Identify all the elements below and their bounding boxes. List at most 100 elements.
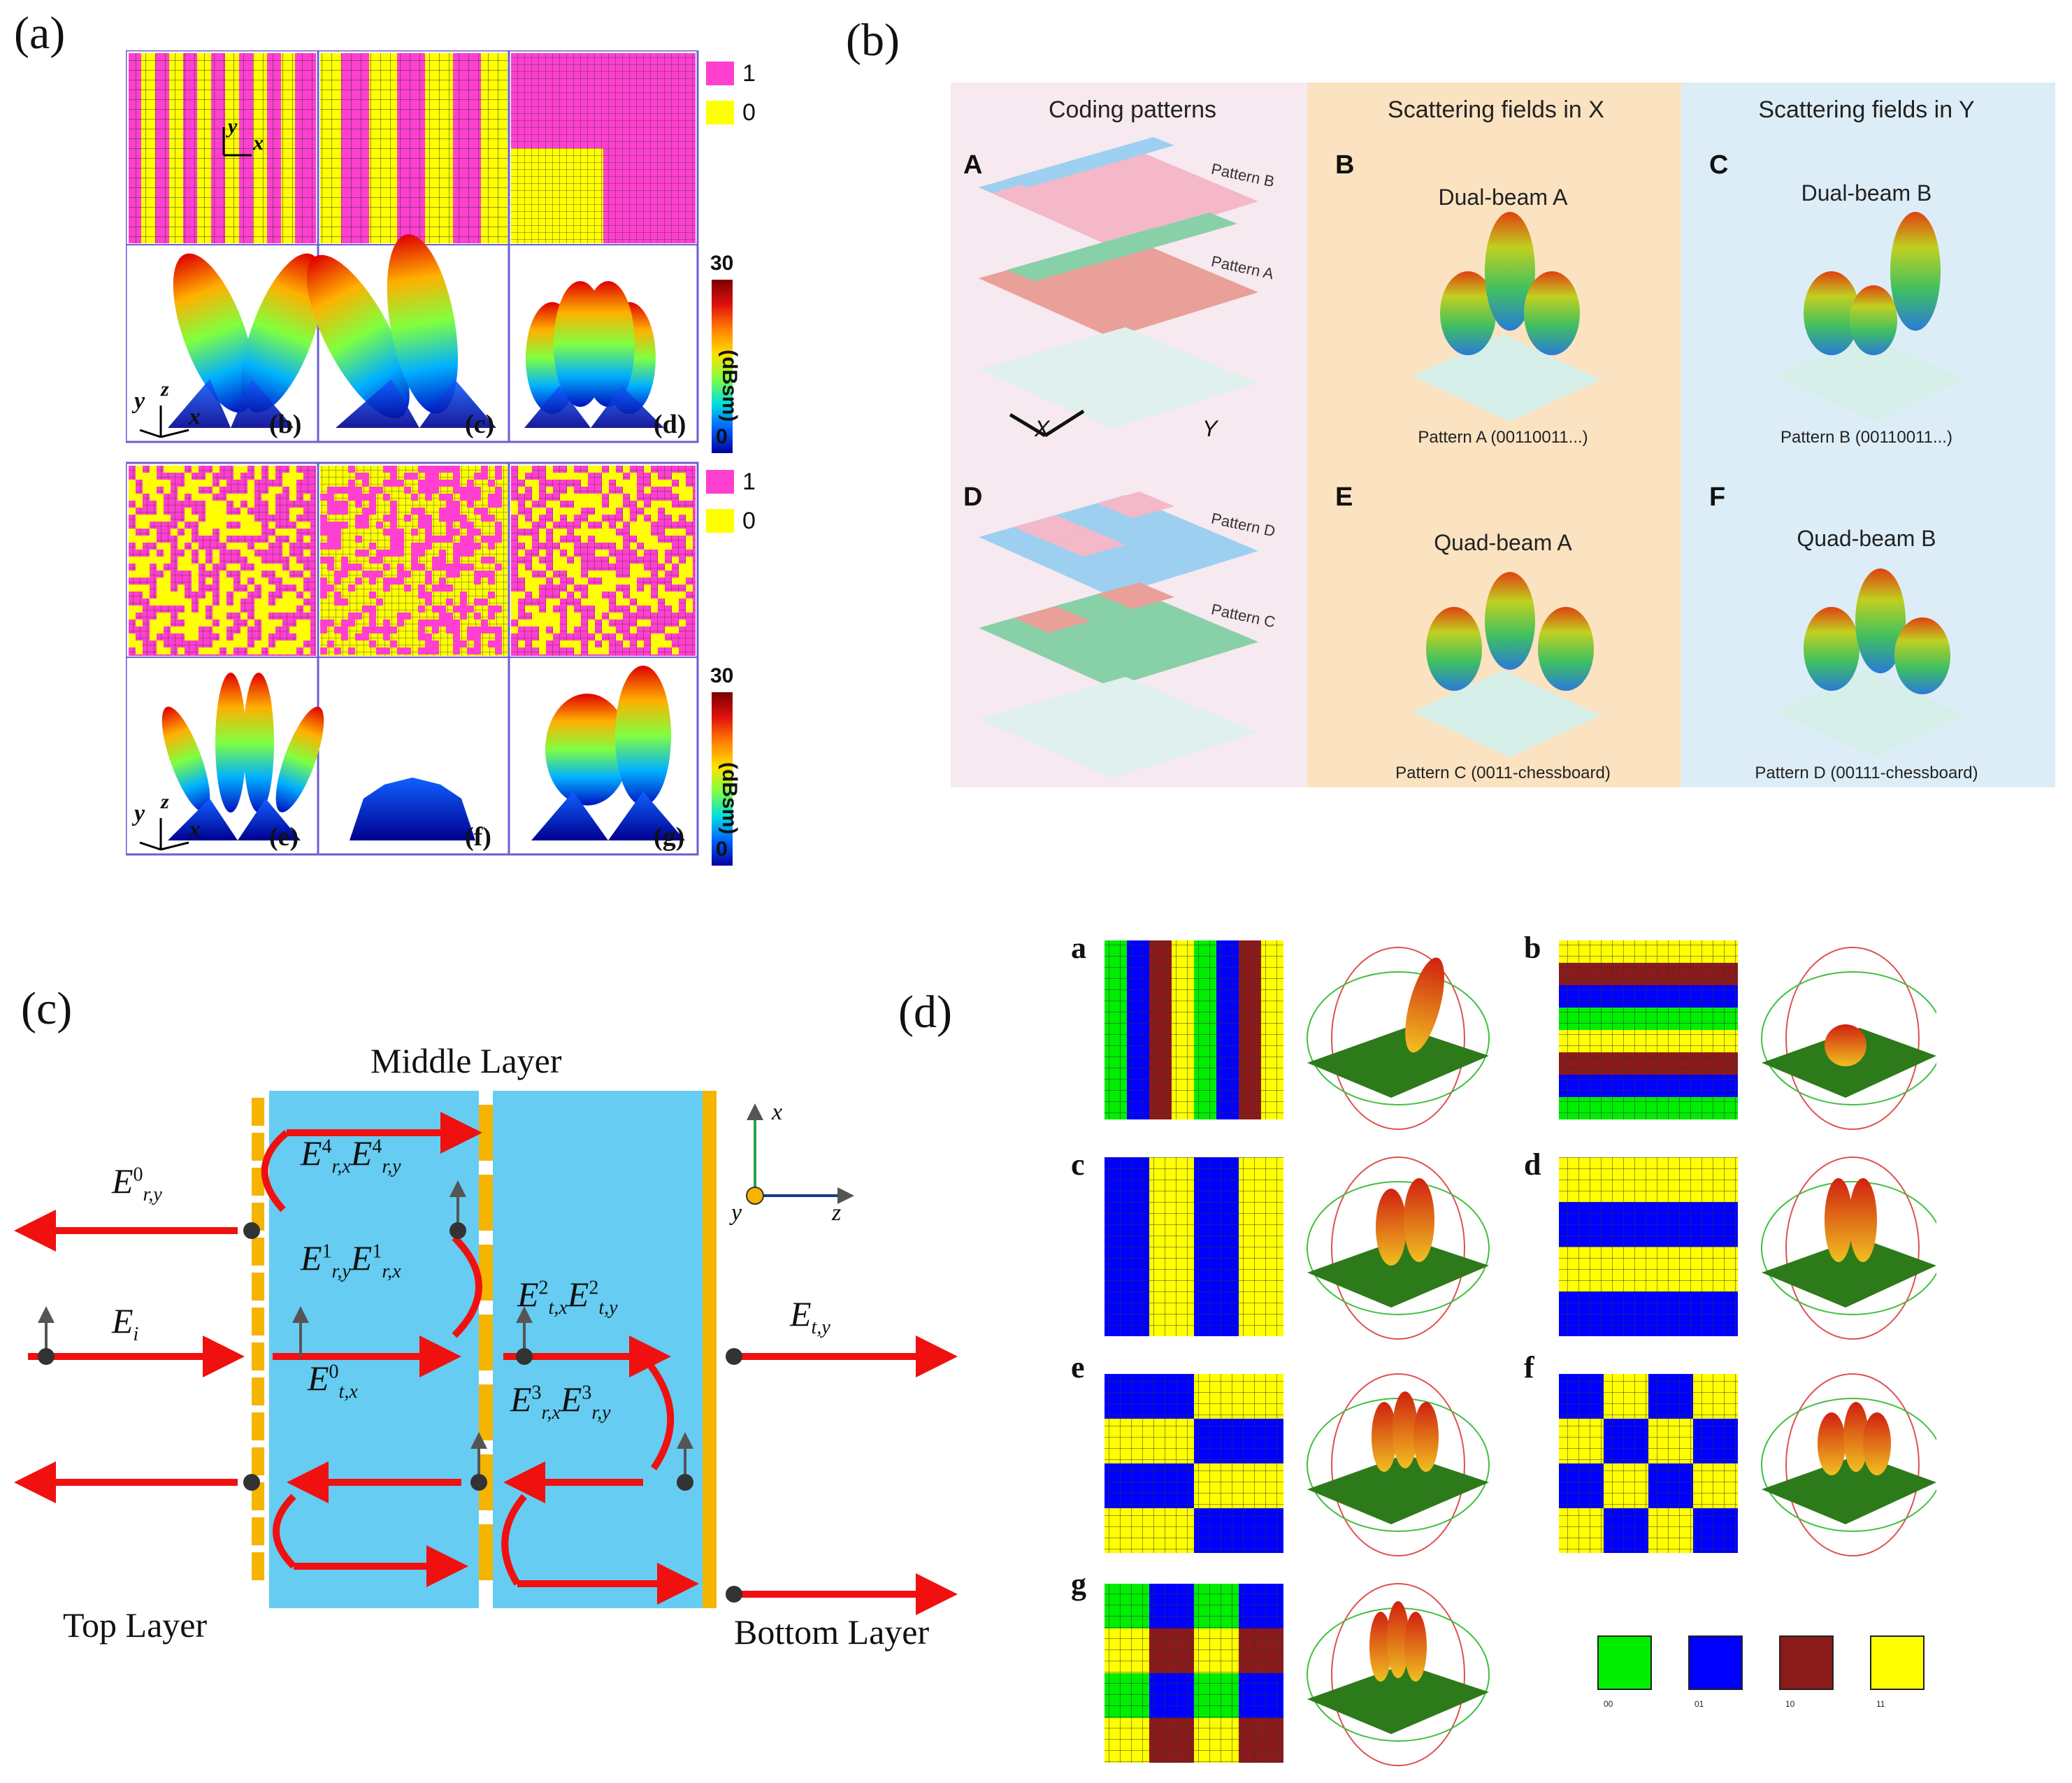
random-coding-cell <box>213 647 220 654</box>
panel-a-axis-z-2: z <box>161 790 169 813</box>
colorbar-min: 0 <box>716 425 728 448</box>
random-coding-cell <box>282 473 289 480</box>
random-coding-cell <box>460 613 467 620</box>
random-coding-cell <box>546 571 553 578</box>
random-coding-cell <box>247 487 254 494</box>
axis-X: X <box>1035 416 1050 441</box>
random-coding-cell <box>157 501 164 508</box>
random-coding-cell <box>411 508 418 515</box>
random-coding-cell <box>240 633 247 640</box>
random-coding-cell <box>439 620 446 626</box>
random-coding-cell <box>581 501 588 508</box>
random-coding-cell <box>185 508 192 515</box>
random-coding-cell <box>439 613 446 620</box>
random-coding-cell <box>446 536 453 543</box>
random-coding-cell <box>630 585 637 592</box>
random-coding-cell <box>651 473 658 480</box>
random-coding-cell <box>185 626 192 633</box>
random-coding-cell <box>467 647 474 654</box>
random-coding-cell <box>282 647 289 654</box>
random-coding-cell <box>303 633 310 640</box>
random-coding-cell <box>446 508 453 515</box>
random-coding-cell <box>341 522 348 529</box>
random-coding-cell <box>525 501 532 508</box>
random-coding-cell <box>637 501 644 508</box>
random-coding-cell <box>602 626 609 633</box>
random-coding-cell <box>411 550 418 557</box>
random-coding-cell <box>289 647 296 654</box>
random-coding-cell <box>220 606 226 613</box>
random-coding-cell <box>150 536 157 543</box>
random-coding-cell <box>567 640 574 647</box>
random-coding-cell <box>609 578 616 585</box>
random-coding-cell <box>460 487 467 494</box>
random-coding-cell <box>418 633 425 640</box>
key-label-11: 11 <box>1876 1699 1885 1709</box>
title-dual-beam-b: Dual-beam B <box>1801 180 1932 206</box>
random-coding-cell <box>651 508 658 515</box>
random-coding-cell <box>630 487 637 494</box>
random-coding-cell <box>206 515 213 522</box>
random-coding-cell <box>481 620 488 626</box>
random-coding-cell <box>567 564 574 571</box>
random-coding-cell <box>199 550 206 557</box>
random-coding-cell <box>327 557 334 564</box>
random-coding-cell <box>651 501 658 508</box>
d-letter-b: b <box>1524 931 1541 965</box>
random-coding-cell <box>369 640 376 647</box>
random-coding-cell <box>418 508 425 515</box>
random-coding-cell <box>341 599 348 606</box>
random-coding-cell <box>418 564 425 571</box>
random-coding-cell <box>206 480 213 487</box>
random-coding-cell <box>602 522 609 529</box>
random-coding-cell <box>254 522 261 529</box>
random-coding-cell <box>282 543 289 550</box>
scatter-pattern-f <box>350 778 475 840</box>
random-coding-cell <box>157 613 164 620</box>
legend-zero-swatch <box>706 101 734 124</box>
random-coding-cell <box>518 640 525 647</box>
random-coding-cell <box>334 647 341 654</box>
random-coding-cell <box>240 494 247 501</box>
random-coding-cell <box>178 626 185 633</box>
random-coding-cell <box>453 487 460 494</box>
label-E2: E2t,xE2t,y <box>517 1275 618 1319</box>
random-coding-cell <box>686 599 693 606</box>
random-coding-cell <box>369 557 376 564</box>
random-coding-cell <box>453 515 460 522</box>
random-coding-cell <box>679 592 686 599</box>
random-coding-cell <box>362 550 369 557</box>
random-coding-cell <box>453 571 460 578</box>
random-coding-cell <box>588 501 595 508</box>
random-coding-cell <box>481 536 488 543</box>
random-coding-cell <box>220 515 226 522</box>
random-coding-cell <box>672 606 679 613</box>
random-coding-cell <box>460 592 467 599</box>
random-coding-cell <box>247 494 254 501</box>
random-coding-cell <box>623 487 630 494</box>
random-coding-cell <box>651 599 658 606</box>
random-coding-cell <box>247 571 254 578</box>
random-coding-cell <box>404 647 411 654</box>
random-coding-cell <box>623 466 630 473</box>
random-coding-cell <box>289 487 296 494</box>
coding-pattern-c <box>320 53 508 243</box>
random-coding-cell <box>383 578 390 585</box>
random-coding-cell <box>247 501 254 508</box>
random-coding-cell <box>390 578 397 585</box>
random-coding-cell <box>595 515 602 522</box>
random-coding-cell <box>679 480 686 487</box>
random-coding-cell <box>397 550 404 557</box>
random-coding-cell <box>213 606 220 613</box>
random-coding-cell <box>553 599 560 606</box>
colorbar <box>712 280 733 453</box>
random-coding-cell <box>453 473 460 480</box>
letter-A: A <box>963 150 983 180</box>
random-coding-cell <box>240 640 247 647</box>
random-coding-cell <box>418 647 425 654</box>
random-coding-cell <box>453 466 460 473</box>
d-color-key <box>1597 1635 1924 1690</box>
random-coding-cell <box>296 522 303 529</box>
random-coding-cell <box>289 640 296 647</box>
random-coding-cell <box>136 515 143 522</box>
